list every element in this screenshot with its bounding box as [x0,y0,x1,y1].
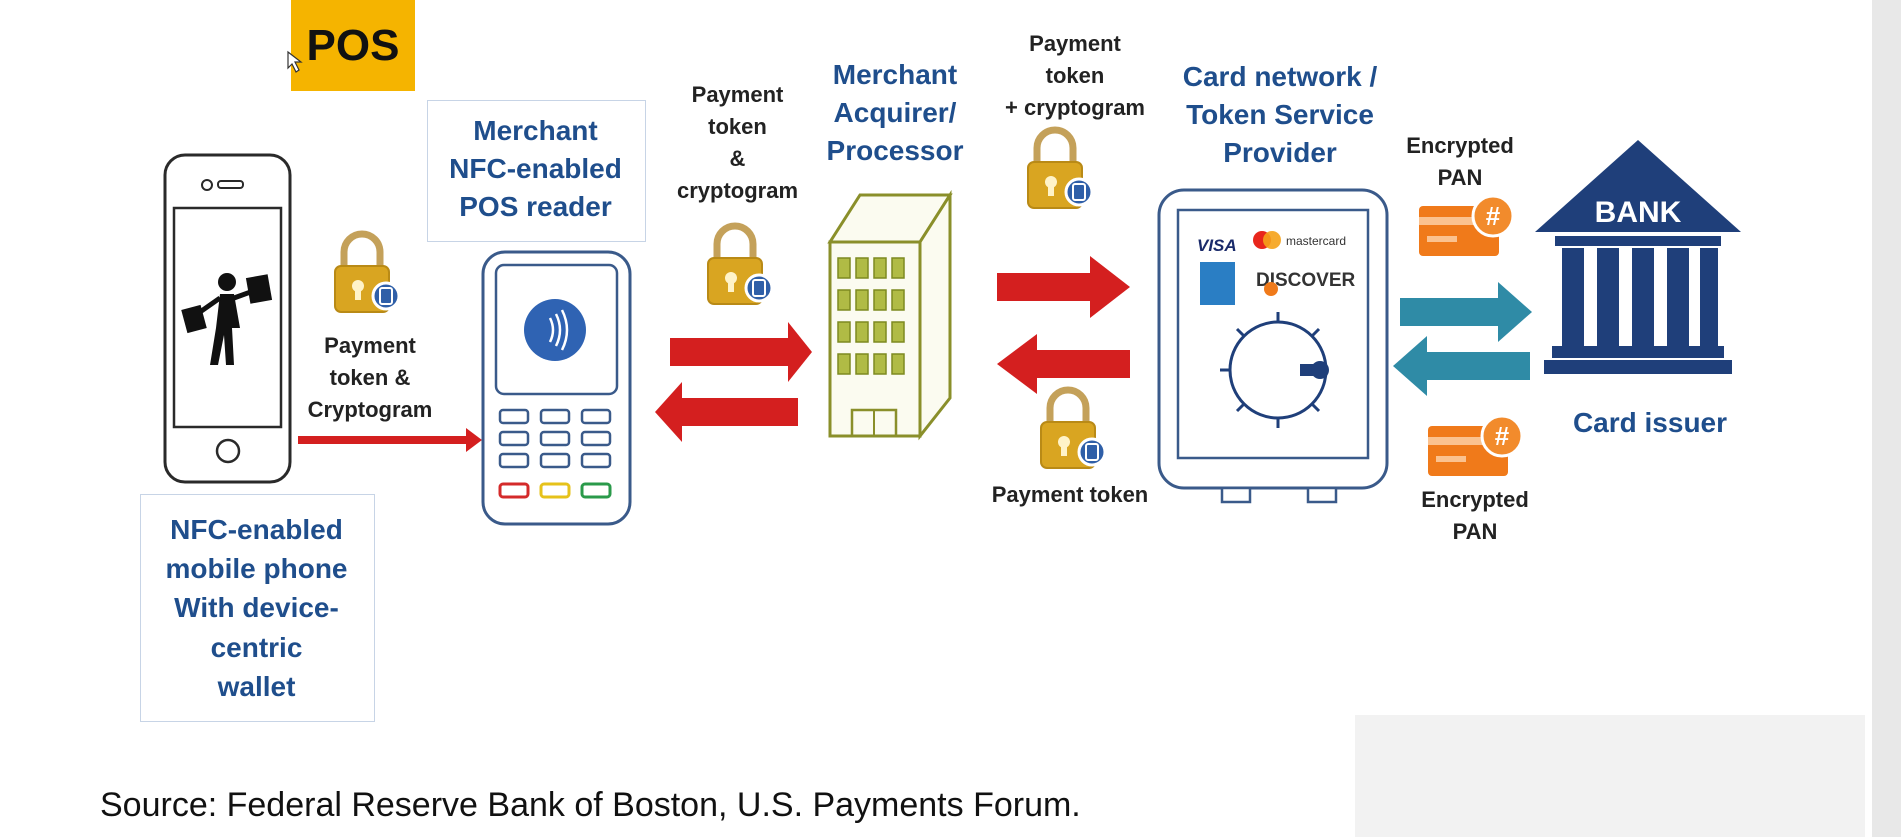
token-cryptogram-label-1: Payment token & Cryptogram [307,333,433,422]
padlock-icon [708,226,772,304]
shopper-icon [181,273,273,365]
padlock-icon [1028,130,1092,208]
arrow-phone-to-pos [298,428,482,452]
mastercard-logo: mastercard [1286,234,1346,248]
amex-logo [1200,262,1235,305]
credit-card-icon [1417,194,1515,258]
right-border [1872,0,1901,837]
bank-icon: BANK [1535,140,1741,374]
visa-logo: VISA [1197,236,1237,255]
padlock-icon [1041,390,1105,468]
merchant-pos-label: Merchant NFC-enabled POS reader [449,115,622,222]
arrow-network-to-acquirer [997,334,1130,394]
office-building-icon [827,189,953,441]
arrow-acquirer-to-network [997,256,1130,318]
padlock-icon [335,234,399,312]
arrow-network-to-bank [1400,282,1532,342]
token-cryptogram-label-2: Payment token & cryptogram [676,82,799,203]
source-caption: Source: Federal Reserve Bank of Boston, … [100,786,1081,824]
arrow-acquirer-to-pos [655,382,798,442]
acquirer-label: Merchant Acquirer/ Processor [826,59,964,166]
discover-logo: DISCOVER [1256,270,1356,291]
encrypted-pan-label-bottom: Encrypted PAN [1421,487,1529,544]
token-cryptogram-label-3: Payment token + cryptogram [1005,31,1145,120]
phone-label: NFC-enabled mobile phone With device- ce… [165,514,348,702]
payment-token-label: Payment token [991,482,1149,507]
encrypted-pan-label-top: Encrypted PAN [1406,133,1514,190]
bank-sign: BANK [1595,196,1682,229]
credit-card-icon [1426,414,1524,478]
cursor-icon [287,50,303,73]
merchant-label-box [427,100,646,242]
phone-label-box [140,494,375,722]
card-network-label: Card network / Token Service Provider [1182,61,1378,168]
vault-icon: VISA mastercard DISCOVER [1157,188,1389,504]
arrow-bank-to-network [1393,336,1530,396]
pos-terminal-icon [481,250,632,526]
background-shade [1355,715,1865,837]
arrow-pos-to-acquirer [670,322,812,382]
pos-badge: POS [291,0,415,91]
contactless-icon [524,299,586,361]
card-issuer-label: Card issuer [1572,407,1728,438]
